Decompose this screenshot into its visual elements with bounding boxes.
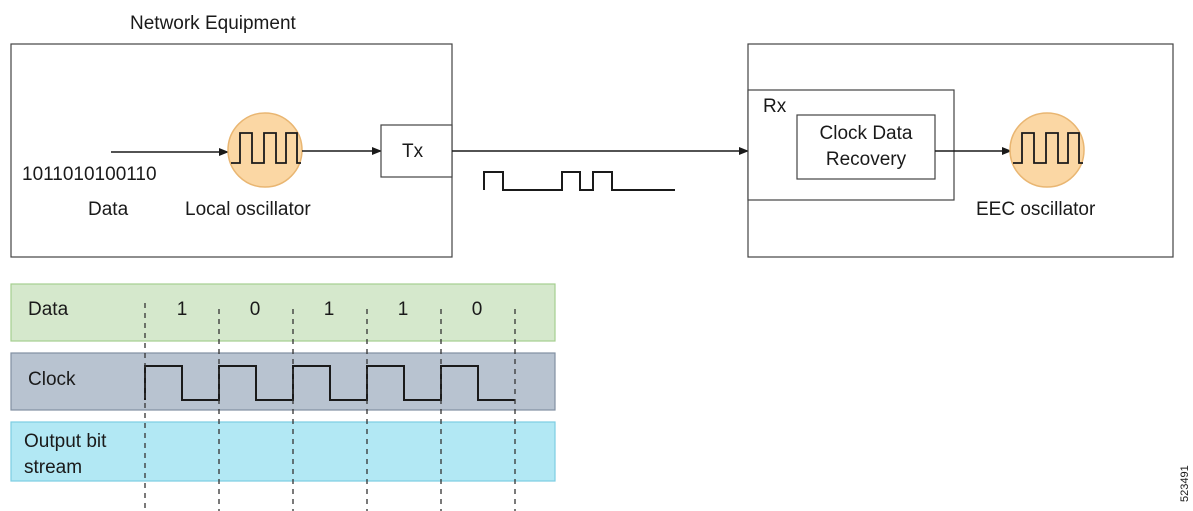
bit-value-5: 0: [472, 299, 483, 320]
clock-data-recovery-label-line1: Clock Data: [820, 123, 913, 144]
timing-guides: [144, 303, 516, 511]
output-bit-stream-row: [10, 421, 556, 482]
local-oscillator: [227, 112, 303, 188]
tx-label: Tx: [402, 141, 424, 162]
data-row-label: Data: [28, 299, 69, 320]
bit-value-4: 1: [398, 299, 409, 320]
figure-id: 523491: [1179, 465, 1191, 502]
data-label: Data: [88, 199, 129, 220]
transmitted-signal-waveform: [483, 171, 675, 191]
output-row-label-line2: stream: [24, 457, 82, 478]
data-bits-text: 1011010100110: [22, 164, 157, 185]
bit-value-3: 1: [324, 299, 335, 320]
eec-oscillator-label: EEC oscillator: [976, 199, 1096, 220]
output-row-label-line1: Output bit: [24, 431, 107, 452]
clock-data-recovery-label-line2: Recovery: [826, 149, 907, 170]
bit-value-2: 0: [250, 299, 261, 320]
rx-label: Rx: [763, 96, 787, 117]
local-oscillator-circle: [227, 112, 303, 188]
eec-oscillator: [1009, 112, 1085, 188]
clock-row: [10, 352, 556, 411]
bit-value-1: 1: [177, 299, 188, 320]
clock-data-recovery-box: [796, 114, 936, 180]
data-row: [10, 283, 556, 342]
network-equipment-title: Network Equipment: [130, 13, 297, 34]
clock-row-label: Clock: [28, 369, 76, 390]
square-wave-icon: [231, 132, 301, 164]
clock-waveform: [144, 365, 515, 401]
eec-oscillator-circle: [1009, 112, 1085, 188]
local-oscillator-label: Local oscillator: [185, 199, 311, 220]
square-wave-icon: [1013, 132, 1083, 164]
